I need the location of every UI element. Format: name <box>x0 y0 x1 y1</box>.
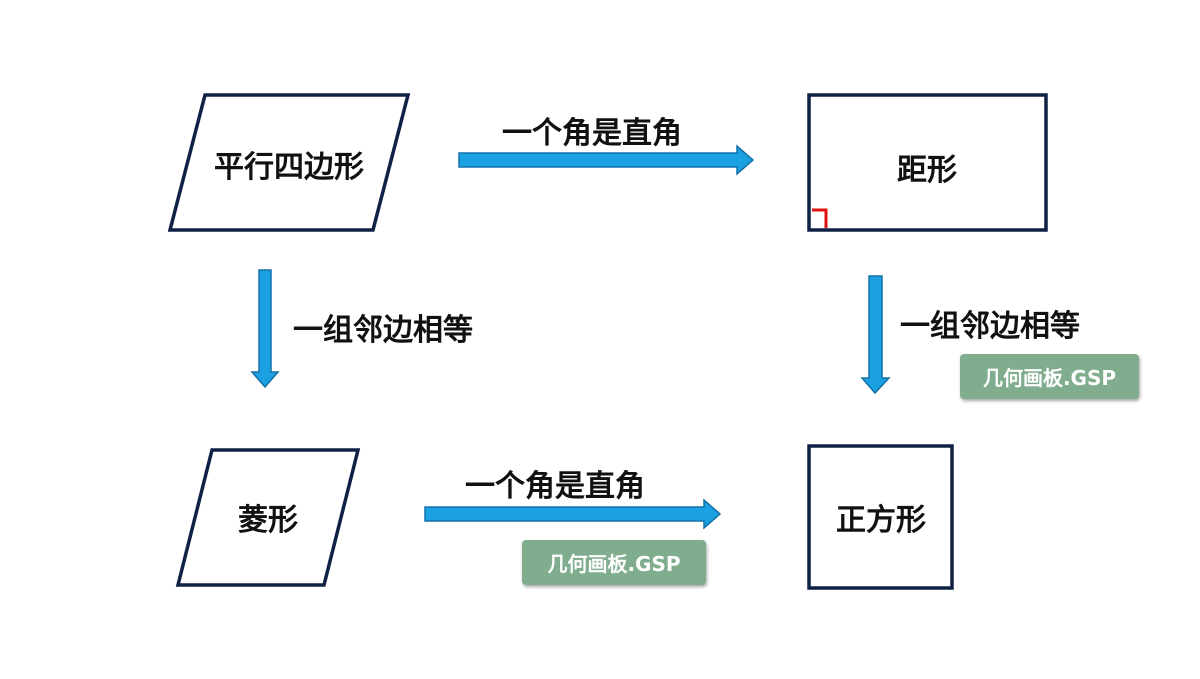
arrow-down-left <box>250 269 280 389</box>
rhombus-shape <box>175 448 361 587</box>
square-shape <box>807 444 954 590</box>
parallelogram-label: 平行四边形 <box>214 150 364 185</box>
rhombus-label: 菱形 <box>238 503 298 538</box>
arrow-right-top <box>458 144 755 176</box>
arrow-label-top: 一个角是直角 <box>502 116 682 151</box>
arrow-label-right: 一组邻边相等 <box>900 309 1080 344</box>
square-label: 正方形 <box>836 503 926 538</box>
arrow-label-bottom: 一个角是直角 <box>465 469 645 504</box>
gsp-link-button-right[interactable]: 几何画板.GSP <box>960 354 1139 399</box>
arrow-label-left: 一组邻边相等 <box>293 313 473 348</box>
rectangle-label: 距形 <box>897 153 957 188</box>
gsp-link-button-bottom[interactable]: 几何画板.GSP <box>522 540 706 585</box>
arrow-right-bottom <box>424 498 722 530</box>
parallelogram-shape <box>167 93 411 232</box>
right-angle-marker <box>812 208 828 228</box>
arrow-down-right <box>860 275 891 395</box>
rectangle-shape <box>807 93 1048 232</box>
